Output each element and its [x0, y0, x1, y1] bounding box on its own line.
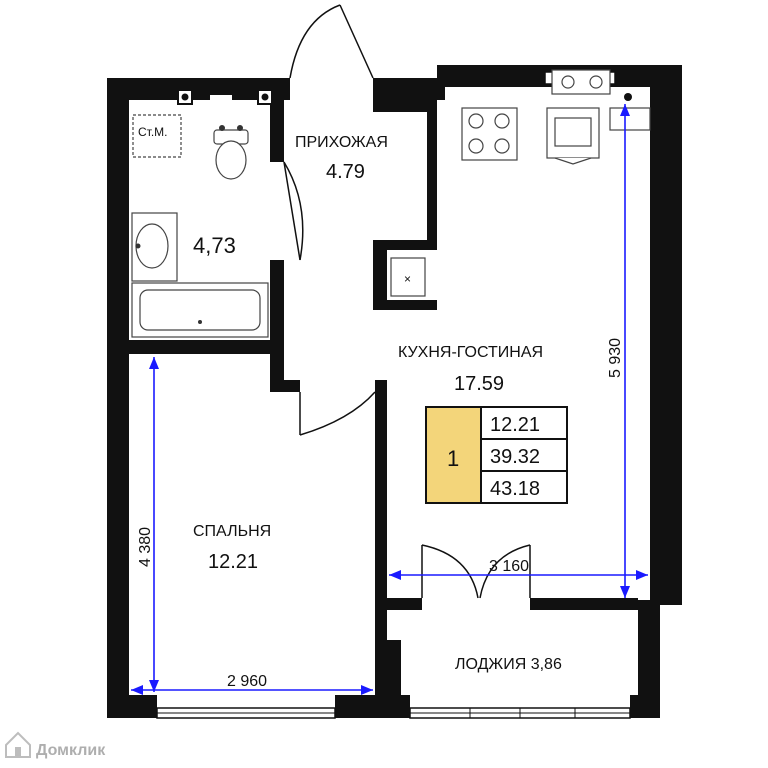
room-labels: ПРИХОЖАЯ 4.79 4,73 КУХНЯ-ГОСТИНАЯ 17.59 … [193, 134, 562, 673]
rooms-count: 1 [447, 446, 459, 471]
kitchen-length: 5 930 [607, 338, 624, 378]
boiler-icon [609, 107, 651, 131]
walls [107, 65, 682, 718]
total-area: 39.32 [490, 446, 540, 468]
svg-text:×: × [404, 272, 411, 286]
dimension-lines: 2 960 4 380 3 160 5 930 [131, 104, 648, 695]
summary-badge: 1 12.21 39.32 43.18 [425, 406, 568, 504]
watermark-text: Домклик [36, 742, 106, 759]
kitchen-name: КУХНЯ-ГОСТИНАЯ [398, 344, 543, 361]
oven-icon [546, 107, 600, 165]
doors [283, 4, 531, 599]
living-area: 12.21 [490, 414, 540, 436]
washer-label: Ст.М. [138, 125, 168, 139]
wall-notches [177, 89, 632, 105]
loggia-name: ЛОДЖИЯ 3,86 [455, 656, 562, 673]
bathroom-area: 4,73 [193, 233, 236, 258]
watermark: Домклик [5, 731, 106, 759]
hallway-area: 4.79 [326, 161, 365, 183]
bedroom-length: 4 380 [137, 527, 154, 567]
toilet-icon [213, 125, 249, 180]
bathtub-icon [131, 282, 269, 338]
bedroom-width: 2 960 [227, 673, 267, 690]
stove-icon [461, 107, 518, 161]
kitchen-fixtures: × [390, 69, 651, 297]
shaft-icon: × [390, 257, 426, 297]
total-with-loggia: 43.18 [490, 478, 540, 500]
kitchen-area: 17.59 [454, 373, 504, 395]
bedroom-area: 12.21 [208, 551, 258, 573]
bedroom-name: СПАЛЬНЯ [193, 523, 271, 540]
house-icon [5, 731, 31, 758]
bathroom-fixtures: Ст.М. [131, 114, 269, 338]
cooktop-icon [551, 69, 611, 95]
hallway-name: ПРИХОЖАЯ [295, 134, 388, 151]
rooms-count-box [425, 406, 482, 504]
kitchen-width: 3 160 [489, 558, 529, 575]
sink-icon [131, 212, 178, 282]
